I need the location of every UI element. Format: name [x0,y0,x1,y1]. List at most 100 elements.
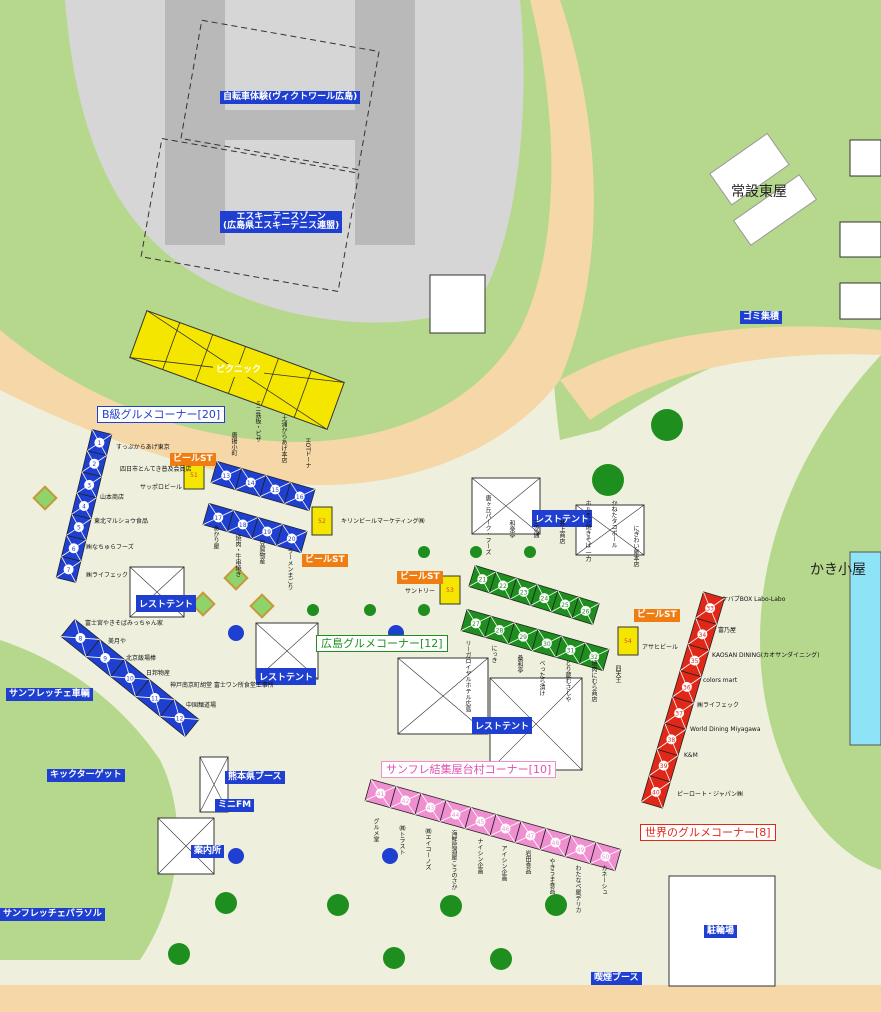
garbage-label: ゴミ集積 [740,311,783,324]
stall-number: 37 [675,711,683,718]
shop-label: アサヒビール [642,644,679,651]
rest-tent-label: レストテント [136,595,197,612]
shop-label: 桑和亭 [516,655,523,673]
stall-number: 2 [92,461,96,468]
shop-label: ㈱なちゅらフーズ [86,544,134,551]
beer-stand-label: ビールST [170,453,216,466]
stall-number-badge [375,788,386,799]
shop-label: かねたタコボール [610,500,617,548]
shop-label: ナイシン企画 [476,838,483,874]
tennis-zone-title: エスキーテニスゾーン [236,212,326,222]
stall-number-badge [600,851,611,862]
stall-number-badge [550,837,561,848]
shop-label: ㈱トラスト [398,825,405,855]
stall-number: 12 [176,716,184,723]
stall-number: 35 [691,658,699,665]
shop-label: 焼肉・牛串焼き [234,535,241,577]
shop-label: やきうま食品 [548,858,555,894]
stall-number-badge [498,580,508,591]
stall-number-badge [73,522,84,533]
rest-tent-label: レストテント [472,717,533,734]
smoking-booth-label: 喫煙ブース [591,972,642,985]
beer-stand-number: 52 [318,518,326,525]
shop-label: 唐揚小町 [230,432,237,456]
shop-label: ケバブBOX Labo-Labo [722,596,786,603]
hiroshima-corner-label: 広島グルメコーナー[12] [316,635,448,652]
beer-stand [311,506,333,536]
stall-number: 44 [452,812,460,819]
shop-label: キリンビールマーケティング㈱ [341,518,425,525]
stall-number: 46 [502,826,510,833]
b-gourmet-corner-label: B級グルメコーナー[20] [97,406,226,423]
sanfrecce-car-label: サンフレッチェ車輌 [6,688,93,701]
tent-roof [157,817,215,875]
stall-number: 10 [126,676,134,683]
stall-number: 14 [247,480,255,487]
stall-number-badge [580,605,591,616]
stall-number-badge [400,795,411,806]
shop-label: 土浦からあげ本店 [280,415,287,463]
stall-number: 30 [543,641,551,648]
shop-label: 山本商店 [100,494,125,501]
shop-label: 海鮮居酒屋こうのさか [450,830,457,890]
stall-number: 43 [427,805,435,812]
stall-number-badge [79,501,89,511]
stall-number-badge [539,593,550,604]
shop-label: リーガロイヤルホテル広島 [464,640,471,712]
stall-number: 7 [67,567,71,574]
stall-number: 24 [541,596,549,603]
beer-stand-label: ビールST [634,609,680,622]
stall-number-badge [294,491,305,502]
stall-number: 47 [527,833,535,840]
stall-number-badge [475,816,486,827]
stall-number: 33 [706,606,714,613]
stall-number-badge [565,645,576,655]
shop-label: ピーロート・ジャパン㈱ [677,791,744,798]
shop-label: 焼肉にむら商店 [590,660,597,702]
rest-tent-label: レストテント [532,510,593,527]
stall-number: 13 [222,473,230,480]
shop-label: ㈱エイコーノズ [424,828,431,870]
stall-number-badge [650,786,661,797]
rest-tent-label: レストテント [256,668,317,685]
shop-label: アイシン企画 [500,845,507,881]
beer-stand [617,626,639,656]
stall-number: 48 [552,840,560,847]
mini-fm-label: ミニFM [215,799,255,812]
shop-label: ㈱ライフェック [86,572,129,579]
stall-number: 3 [87,482,91,489]
tent-roof [471,477,541,535]
stall-number: 9 [103,656,107,663]
stall-number-badge [681,681,692,692]
stall-number-badge [149,693,160,703]
stall-number: 20 [288,536,296,543]
stall-number-badge [270,484,281,495]
stall-number-badge [494,625,505,635]
stall-number: 50 [602,854,610,861]
shop-label: にっき [490,645,497,663]
shop-label: 井上商店 [558,520,565,544]
info-desk-label: 案内所 [191,845,225,858]
stall-number-badge [518,631,529,642]
stall-number: 39 [660,763,668,770]
stall-number: 38 [668,737,676,744]
shop-label: サントリー [405,588,436,595]
stall-number-badge [221,470,232,481]
shop-label: べったら漬け [538,660,545,696]
shop-label: 北京飯場棒 [126,655,157,662]
stall-number-badge [589,651,600,662]
stall-number: 6 [72,546,76,553]
kaki-label: かき小屋 [810,562,866,578]
stall-number: 36 [683,684,691,691]
stall-number-badge [674,708,685,719]
stall-number-badge [94,437,105,448]
stall-number: 16 [296,494,304,501]
shop-label: にぎわい屋本店 [632,525,639,567]
shop-label: 四天王 [614,665,621,683]
stall-number-badge [658,760,669,771]
tennis-zone-label: エスキーテニスゾーン(広島県エスキーテニス連盟) [220,211,343,233]
world-corner-label: 世界のグルメコーナー[8] [640,824,776,841]
shop-label: 東北マルショウ食品 [94,518,149,525]
stall-number: 5 [77,525,81,532]
stall-number-badge [68,543,79,554]
